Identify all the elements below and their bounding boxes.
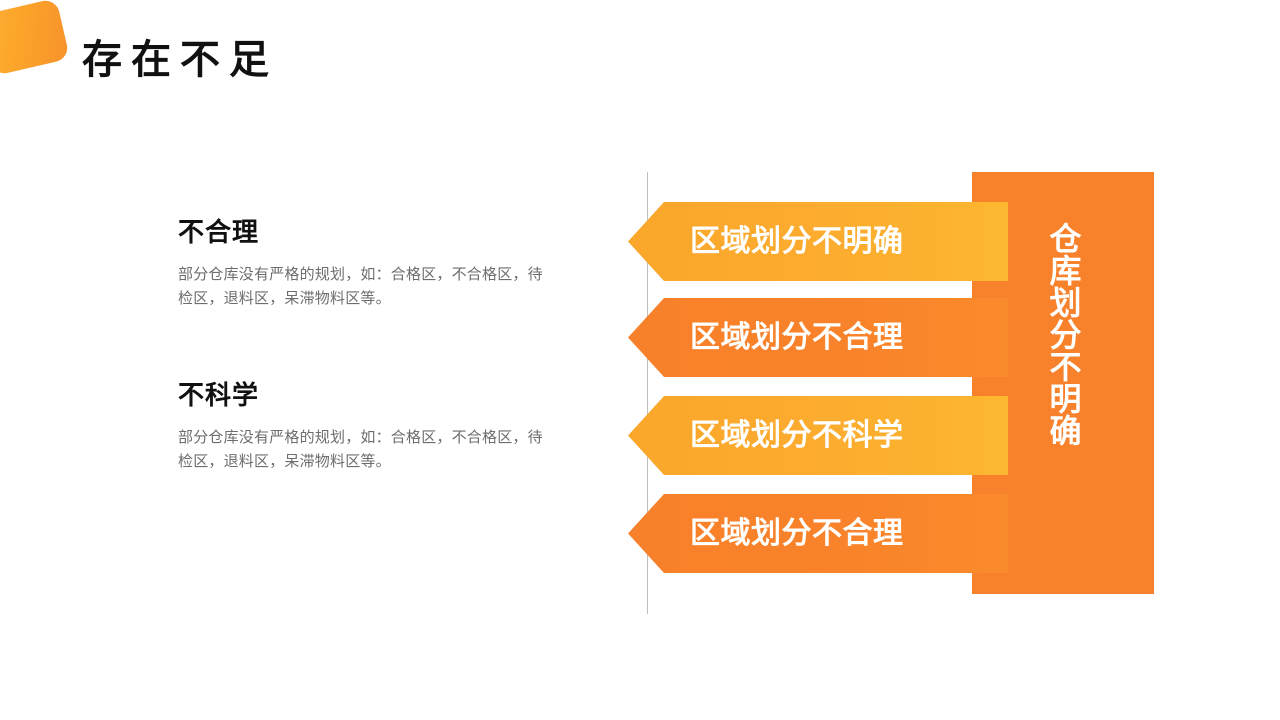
arrow-banner-3-label: 区域划分不科学 bbox=[690, 418, 904, 452]
diagram-vertical-axis-line bbox=[647, 172, 648, 614]
text-block-2-body: 部分仓库没有严格的规划，如：合格区，不合格区，待检区，退料区，呆滞物料区等。 bbox=[178, 429, 543, 470]
arrow-banner-1-label: 区域划分不明确 bbox=[690, 224, 904, 258]
text-block-1-body: 部分仓库没有严格的规划，如：合格区，不合格区，待检区，退料区，呆滞物料区等。 bbox=[178, 266, 543, 307]
left-text-column: 不合理 部分仓库没有严格的规划，如：合格区，不合格区，待检区，退料区，呆滞物料区… bbox=[178, 215, 568, 474]
text-block-2-heading: 不科学 bbox=[178, 380, 260, 410]
arrow-banner-4-label: 区域划分不合理 bbox=[690, 516, 904, 550]
title-badge-icon bbox=[0, 0, 70, 76]
text-block-1: 不合理 部分仓库没有严格的规划，如：合格区，不合格区，待检区，退料区，呆滞物料区… bbox=[178, 215, 568, 311]
arrow-banner-2[interactable]: 区域划分不合理 bbox=[628, 298, 1008, 377]
summary-panel-label: 仓库划分不明确 bbox=[1045, 222, 1082, 446]
summary-panel-label-wrap: 仓库划分不明确 bbox=[972, 222, 1154, 446]
text-block-2: 不科学 部分仓库没有严格的规划，如：合格区，不合格区，待检区，退料区，呆滞物料区… bbox=[178, 378, 568, 474]
arrow-banner-3[interactable]: 区域划分不科学 bbox=[628, 396, 1008, 475]
slide-header: 存在不足 bbox=[0, 0, 1280, 120]
arrow-banner-1[interactable]: 区域划分不明确 bbox=[628, 202, 1008, 281]
arrow-banner-2-label: 区域划分不合理 bbox=[690, 320, 904, 354]
arrow-diagram: 仓库划分不明确 区域划分不明确 区域划分不合理 区域划分不科学 区域划分不合理 bbox=[628, 170, 1168, 620]
text-block-1-heading: 不合理 bbox=[178, 217, 260, 247]
page-title: 存在不足 bbox=[82, 38, 278, 82]
arrow-banner-4[interactable]: 区域划分不合理 bbox=[628, 494, 1008, 573]
